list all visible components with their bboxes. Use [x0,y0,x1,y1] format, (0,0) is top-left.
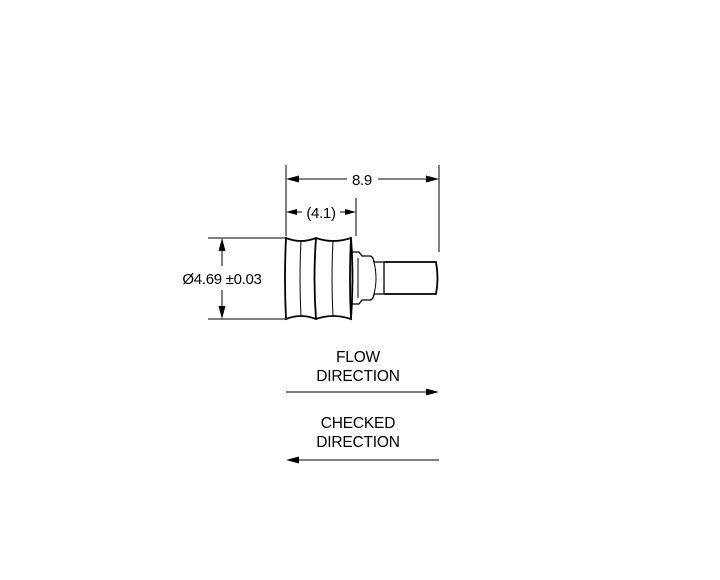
body-length-dimension [286,198,357,236]
valve-stem [351,251,439,305]
flow-direction-arrow [286,388,439,396]
valve-body [284,236,354,321]
overall-length-dimension [285,165,440,252]
valve-part [284,236,439,321]
diameter-label: Ø4.69 ±0.03 [182,271,261,288]
diameter-dimension [208,237,285,320]
overall-length-label: 8.9 [352,172,372,189]
body-length-label: (4.1) [306,205,336,222]
flow-direction-label-line1: FLOW [336,349,381,366]
checked-direction-label-line1: CHECKED [321,415,395,432]
checked-direction-label-line2: DIRECTION [316,434,399,451]
checked-direction-arrow [286,456,439,464]
flow-direction-label-line2: DIRECTION [316,368,399,385]
